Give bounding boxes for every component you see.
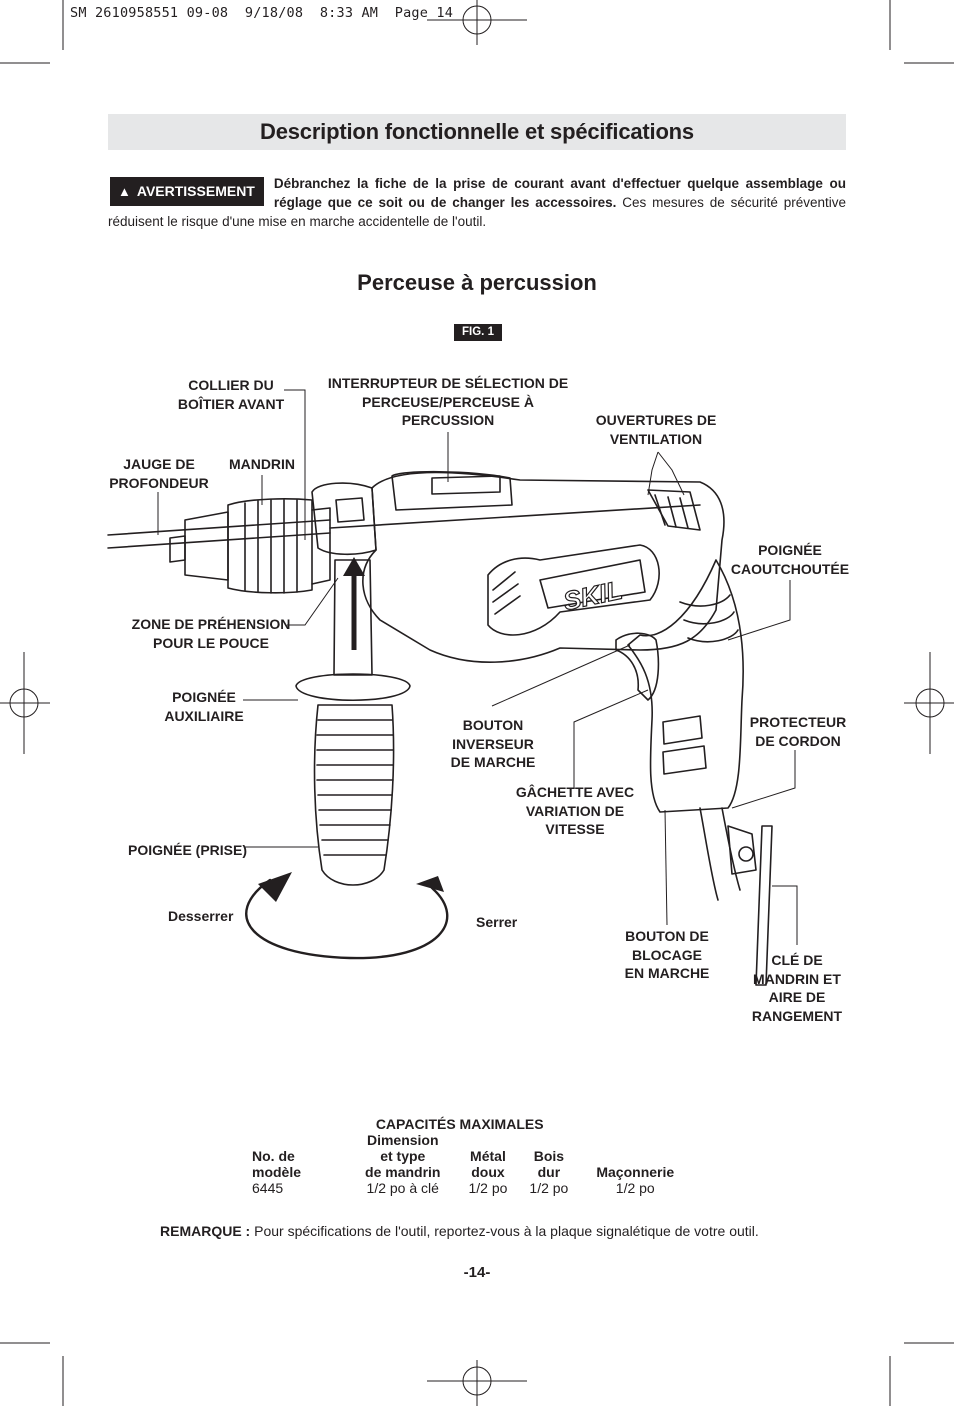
callout-chuck-key-storage: CLÉ DE MANDRIN ET AIRE DE RANGEMENT xyxy=(751,952,843,1024)
callout-lock-on-button: BOUTON DE BLOCAGE EN MARCHE xyxy=(624,928,710,981)
callout-cord-protector: PROTECTEUR DE CORDON xyxy=(749,714,847,749)
page-number: -14- xyxy=(463,1264,491,1281)
spec-header: Métal doux xyxy=(470,1148,506,1180)
leader-lines xyxy=(157,389,798,945)
depth-gauge-rod xyxy=(107,504,701,549)
callout-handle-grip: POIGNÉE (PRISE) xyxy=(128,842,248,858)
registration-mark-left xyxy=(0,652,50,754)
chuck-key xyxy=(738,825,773,986)
pistol-grip xyxy=(615,559,744,813)
title-bar: Description fonctionnelle et spécificati… xyxy=(108,114,846,150)
warning-block: ▲ AVERTISSEMENT Débranchez la fiche de la… xyxy=(108,174,846,231)
callout-depth-gauge: JAUGE DE PROFONDEUR xyxy=(109,456,209,491)
callout-chuck: MANDRIN xyxy=(228,456,296,472)
registration-mark-top xyxy=(427,0,527,45)
spec-caption: CAPACITÉS MAXIMALES xyxy=(375,1116,544,1132)
warning-badge-label: AVERTISSEMENT xyxy=(136,183,255,199)
tighten-arrowhead xyxy=(416,876,444,892)
warning-text: Ces mesures de sécurité préventive rédui… xyxy=(108,195,846,229)
section-title: Perceuse à percussion xyxy=(357,270,597,295)
thumb-arrowhead xyxy=(343,557,365,576)
note-label: REMARQUE : xyxy=(160,1223,251,1239)
callout-auxiliary-handle: POIGNÉE AUXILIAIRE xyxy=(164,689,244,724)
spec-cell: 1/2 po xyxy=(468,1180,508,1196)
auxiliary-handle xyxy=(295,559,411,886)
drill-body xyxy=(362,470,725,663)
spec-row: 6445 1/2 po à clé 1/2 po 1/2 po 1/2 po xyxy=(240,1180,684,1196)
spec-header: Maçonnerie xyxy=(596,1164,675,1180)
loosen-arrowhead xyxy=(258,872,292,902)
callout-loosen: Desserrer xyxy=(168,908,234,924)
front-collar xyxy=(311,482,377,556)
chuck xyxy=(169,498,331,594)
figure-label: FIG. 1 xyxy=(454,324,502,341)
spec-header: No. de modèle xyxy=(252,1148,302,1180)
spec-table: CAPACITÉS MAXIMALES No. de modèle Dimens… xyxy=(240,1116,684,1196)
warning-triangle-icon: ▲ xyxy=(118,184,131,199)
registration-mark-bottom xyxy=(427,1360,527,1406)
page-title: Description fonctionnelle et spécificati… xyxy=(260,119,694,144)
callout-mode-selector: INTERRUPTEUR DE SÉLECTION DE PERCEUSE/PE… xyxy=(327,375,569,428)
spec-cell: 1/2 po xyxy=(615,1180,655,1196)
callout-front-housing-collar: COLLIER DU BOÎTIER AVANT xyxy=(177,377,285,412)
callout-rubber-grip: POIGNÉE CAOUTCHOUTÉE xyxy=(730,542,850,577)
print-slug: SM 2610958551 09-08 9/18/08 8:33 AM Page… xyxy=(70,5,454,21)
warning-badge: ▲ AVERTISSEMENT xyxy=(110,177,264,206)
spec-header: Dimension et type de mandrin xyxy=(365,1132,441,1180)
callout-tighten: Serrer xyxy=(476,914,518,930)
spec-cell: 1/2 po à clé xyxy=(366,1180,439,1196)
callout-thumb-grip: ZONE DE PRÉHENSION POUR LE POUCE xyxy=(131,616,291,651)
callout-reversing-button: BOUTON INVERSEUR DE MARCHE xyxy=(450,717,536,770)
spec-header-row: No. de modèle Dimension et type de mandr… xyxy=(240,1132,684,1180)
brand-logo: SKIL xyxy=(561,575,625,617)
rotation-arrow xyxy=(245,878,449,960)
warning-bold-text: Débranchez la fiche de la prise de coura… xyxy=(273,176,846,210)
spec-header: Bois dur xyxy=(533,1148,565,1180)
note-text: Pour spécifications de l'outil, reportez… xyxy=(250,1223,759,1239)
callout-vents: OUVERTURES DE VENTILATION xyxy=(595,412,717,447)
note: REMARQUE : Pour spécifications de l'outi… xyxy=(160,1223,759,1239)
registration-mark-right xyxy=(904,652,954,754)
power-cord xyxy=(699,807,757,901)
spec-cell: 1/2 po xyxy=(529,1180,569,1196)
callout-variable-speed-trigger: GÂCHETTE AVEC VARIATION DE VITESSE xyxy=(515,784,635,837)
spec-cell: 6445 xyxy=(252,1180,284,1196)
